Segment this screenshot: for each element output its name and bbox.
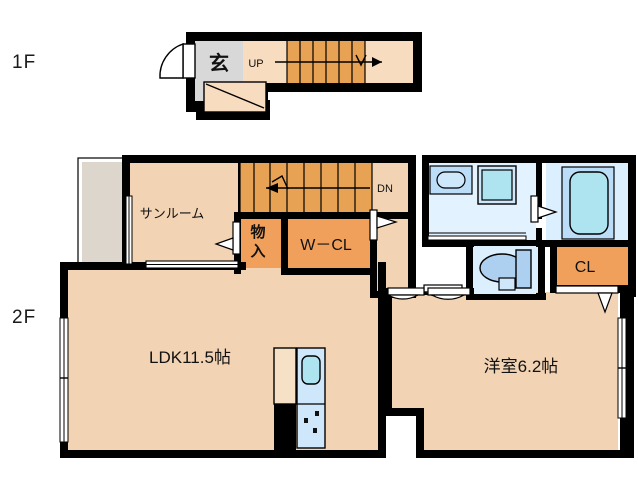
bedroom-alcove-floor: [390, 292, 424, 412]
walk-in-closet-door-folding-mark: [376, 215, 398, 229]
floor-label-1f: 1F: [12, 52, 37, 73]
first-floor-group: UP 玄: [159, 32, 422, 120]
staircase-1f: [275, 41, 382, 83]
bedroom-floor: [420, 292, 618, 454]
storage-label: 物入: [250, 223, 265, 260]
genkan-label: 玄: [209, 51, 229, 75]
entrance-door-leaf: [182, 43, 196, 79]
ldk-window: [59, 317, 69, 443]
shoe-box-outline: [203, 81, 267, 113]
bathroom-door: [530, 195, 558, 223]
wash-basin-bowl: [436, 171, 466, 189]
stair-dn-label: DN: [377, 183, 393, 195]
stair-up-break-mark: [355, 54, 367, 67]
closet-label: CL: [575, 259, 596, 276]
closet-floor: [556, 244, 628, 288]
sunroom-door-folding-mark: [214, 237, 234, 251]
toilet: [474, 246, 536, 294]
ldk-sunroom-sliding-door: [145, 260, 239, 269]
toilet-paper-holder: [498, 277, 516, 291]
walk-in-closet-door: [369, 209, 398, 241]
bedroom-label: 洋室6.2帖: [484, 357, 559, 376]
balcony-sliding-door: [125, 195, 133, 265]
washroom-sliding-door: [427, 232, 527, 241]
walk-in-closet-label: W－CL: [300, 237, 352, 254]
ldk-hall-door: [385, 287, 425, 300]
walk-in-closet-floor: [288, 218, 370, 270]
toilet-tank: [515, 249, 532, 289]
closet-door: [555, 285, 619, 314]
washing-machine-space: [477, 165, 517, 205]
ldk-floor: [66, 268, 382, 454]
sunroom-label: サンルーム: [140, 206, 205, 221]
shoe-box-diagonal: [205, 83, 265, 109]
gas-stove: [304, 411, 319, 433]
kitchen-unit: [273, 347, 326, 450]
kitchen-partition-wall: [274, 404, 296, 450]
bedroom-window: [617, 317, 627, 419]
bedroom-door-swing-arc: [429, 294, 467, 300]
sunroom-floor: [128, 162, 238, 266]
entrance-door-swing-arc: [159, 43, 184, 79]
storage-floor: [240, 218, 282, 274]
staircase-2f: [239, 163, 373, 212]
balcony-floor: [82, 162, 122, 270]
bathroom-door-folding-mark: [537, 205, 558, 219]
closet-door-folding-mark: [597, 292, 613, 314]
floor-label-2f: 2F: [12, 307, 37, 328]
stair-dn-break-mark: [271, 174, 289, 190]
stair-up-arrowhead: [372, 57, 382, 67]
sunroom-door: [214, 221, 241, 255]
stair-up-label: UP: [248, 58, 263, 70]
bedroom-door: [427, 287, 471, 300]
ldk-label: LDK11.5帖: [149, 348, 231, 367]
wash-basin: [429, 165, 473, 195]
refrigerator-space: [273, 347, 297, 405]
second-floor-group: サンルーム DN 物入 W－CL CL LDK11.5帖 洋室6.2帖: [59, 155, 636, 458]
stair-dn-arrowhead: [266, 183, 278, 193]
bathtub: [561, 166, 615, 240]
kitchen-sink: [301, 355, 321, 385]
ldk-hall-door-swing-arc: [385, 294, 421, 300]
